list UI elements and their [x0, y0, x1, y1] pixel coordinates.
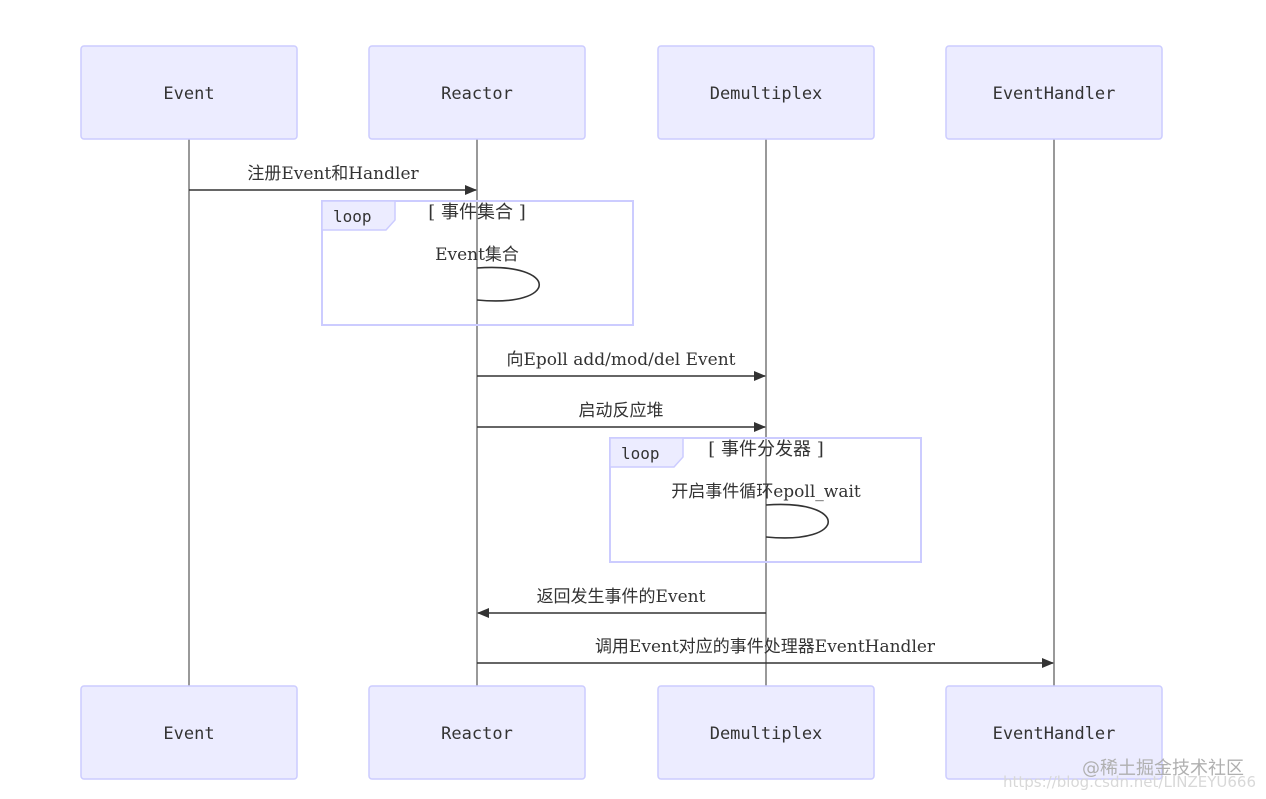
actor-label: EventHandler — [993, 84, 1116, 104]
actor-label: EventHandler — [993, 724, 1116, 744]
message-label: 开启事件循环epoll_wait — [671, 482, 861, 502]
actor-label: Event — [163, 84, 214, 104]
actor-label: Demultiplex — [710, 84, 823, 104]
loop-keyword: loop — [621, 444, 660, 463]
watermark-url: https://blog.csdn.net/LINZEYU666 — [1003, 773, 1256, 791]
message-label: 注册Event和Handler — [247, 164, 419, 184]
message-label: Event集合 — [435, 245, 519, 265]
actor-reactor-top: Reactor — [368, 45, 586, 140]
actor-demultiplex-top: Demultiplex — [657, 45, 875, 140]
actor-reactor-bottom: Reactor — [368, 685, 586, 780]
self-loop-epoll-wait — [765, 503, 829, 539]
message-label: 向Epoll add/mod/del Event — [506, 350, 735, 370]
actor-label: Event — [163, 724, 214, 744]
message-label: 返回发生事件的Event — [537, 587, 706, 607]
actor-eventhandler-top: EventHandler — [945, 45, 1163, 140]
actor-demultiplex-bottom: Demultiplex — [657, 685, 875, 780]
loop-title: [ 事件分发器 ] — [708, 439, 824, 460]
actor-eventhandler-bottom: EventHandler — [945, 685, 1163, 780]
loop-frame-event-set: loop [ 事件集合 ] — [321, 200, 634, 326]
actor-event-bottom: Event — [80, 685, 298, 780]
message-label: 启动反应堆 — [579, 401, 664, 421]
watermark-brand: @稀土掘金技术社区 — [1082, 758, 1244, 779]
self-loop-event-set — [476, 266, 540, 302]
message-label: 调用Event对应的事件处理器EventHandler — [595, 637, 936, 657]
loop-title: [ 事件集合 ] — [428, 202, 526, 223]
loop-keyword: loop — [333, 207, 372, 226]
actor-label: Reactor — [441, 724, 513, 744]
actor-label: Demultiplex — [710, 724, 823, 744]
actor-label: Reactor — [441, 84, 513, 104]
loop-frame-dispatcher: loop [ 事件分发器 ] — [609, 437, 922, 563]
actor-event-top: Event — [80, 45, 298, 140]
